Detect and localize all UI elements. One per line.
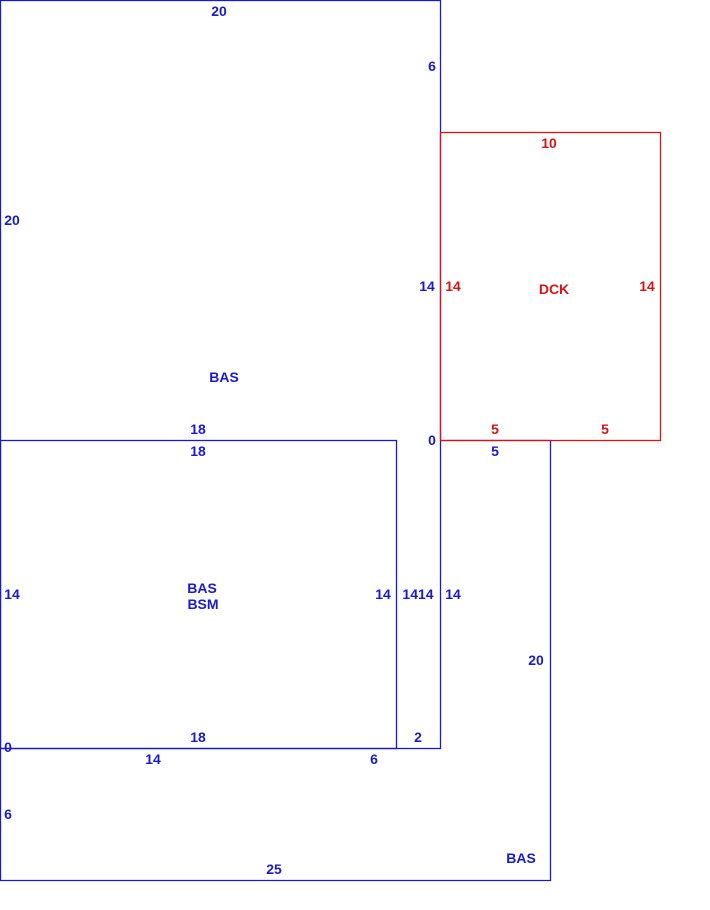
dimension-label: 14 [419,278,435,294]
deck-labels: 10 14 DCK 14 5 5 [445,135,655,437]
bsm-outline [0,439,398,750]
deck-dimension-label: 10 [541,135,557,151]
dimension-label: 0 [428,432,436,448]
dimension-label: 5 [491,443,499,459]
lower-bas-outline [0,439,552,882]
dimension-label: 14 [375,586,391,602]
main-dimension-labels: 20 6 20 14 18 0 18 5 14 14 1414 14 20 18… [4,3,544,877]
dimension-label: 6 [428,58,436,74]
deck-dimension-label: 14 [445,278,461,294]
dimension-label: 14 [445,586,461,602]
area-label-bsm: BSM [187,596,218,612]
dimension-label: 20 [4,212,20,228]
main-area-labels: BAS BAS BSM BAS [187,369,536,866]
dimension-label: 20 [528,652,544,668]
dimension-label: 14 [4,586,20,602]
deck-outline [439,131,662,442]
dimension-label: 18 [190,729,206,745]
area-label-bas-upper: BAS [209,369,239,385]
dimension-label: 6 [4,806,12,822]
dimension-label: 18 [190,443,206,459]
deck-dimension-label: 5 [491,421,499,437]
dimension-label: 18 [190,421,206,437]
dimension-label: 14 [145,751,161,767]
dimension-label: 6 [370,751,378,767]
dimension-label: 0 [4,739,12,755]
area-label-bas: BAS [187,580,217,596]
deck-dimension-label: 14 [639,278,655,294]
dimension-label: 25 [266,861,282,877]
area-label-bas-lower: BAS [506,850,536,866]
deck-dimension-label: 5 [601,421,609,437]
dimension-label: 20 [211,3,227,19]
area-label-dck: DCK [539,281,569,297]
dimension-label: 2 [414,729,422,745]
dimension-label: 1414 [402,586,433,602]
